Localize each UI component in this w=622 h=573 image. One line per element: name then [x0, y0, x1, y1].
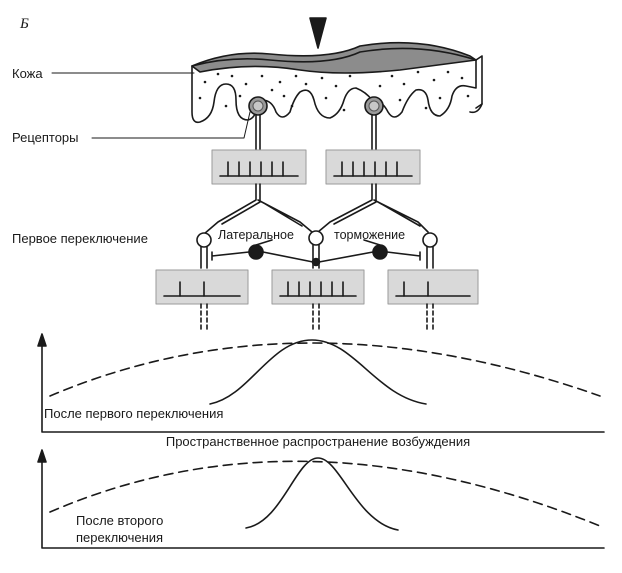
inhibition-label: торможение	[334, 228, 406, 242]
after-second-switch-label-line2: переключения	[76, 530, 164, 545]
y-axis-bottom	[41, 451, 605, 549]
plot-after-first-switch	[37, 333, 605, 433]
neuron-center	[308, 230, 324, 269]
receptor-left	[248, 96, 268, 151]
axon-branches	[203, 183, 429, 235]
receptors-label: Рецепторы	[12, 130, 79, 145]
skin-section	[191, 41, 483, 124]
plot-after-second-switch	[37, 449, 605, 549]
neuron-right	[422, 232, 438, 269]
axon-continuations	[200, 303, 434, 331]
lateral-label: Латеральное	[218, 228, 294, 242]
recording-box-top-right	[325, 149, 421, 185]
receptor-leader-line	[91, 111, 251, 139]
recording-box-bottom-center	[271, 269, 365, 305]
lateral-inhibition-network	[211, 239, 421, 267]
y-axis-top	[41, 335, 605, 433]
after-second-switch-label-line1: После второго	[76, 513, 164, 528]
first-switch-label: Первое переключение	[12, 231, 148, 246]
recording-box-bottom-left	[155, 269, 249, 305]
receptor-right	[364, 96, 384, 151]
dashed-wide-curve-bottom	[49, 460, 601, 527]
excitation-curve-top	[209, 339, 427, 405]
neuron-left	[196, 232, 212, 269]
recording-box-top-left	[211, 149, 307, 185]
panel-label: Б	[20, 16, 29, 32]
after-first-switch-label: После первого переключения	[44, 406, 224, 421]
spatial-spread-label: Пространственное распространение возбужд…	[165, 434, 471, 449]
skin-label: Кожа	[12, 66, 43, 81]
excitation-curve-bottom	[245, 457, 399, 531]
recording-box-bottom-right	[387, 269, 479, 305]
arrow-down-icon	[309, 17, 327, 49]
dashed-wide-curve-top	[49, 342, 601, 397]
